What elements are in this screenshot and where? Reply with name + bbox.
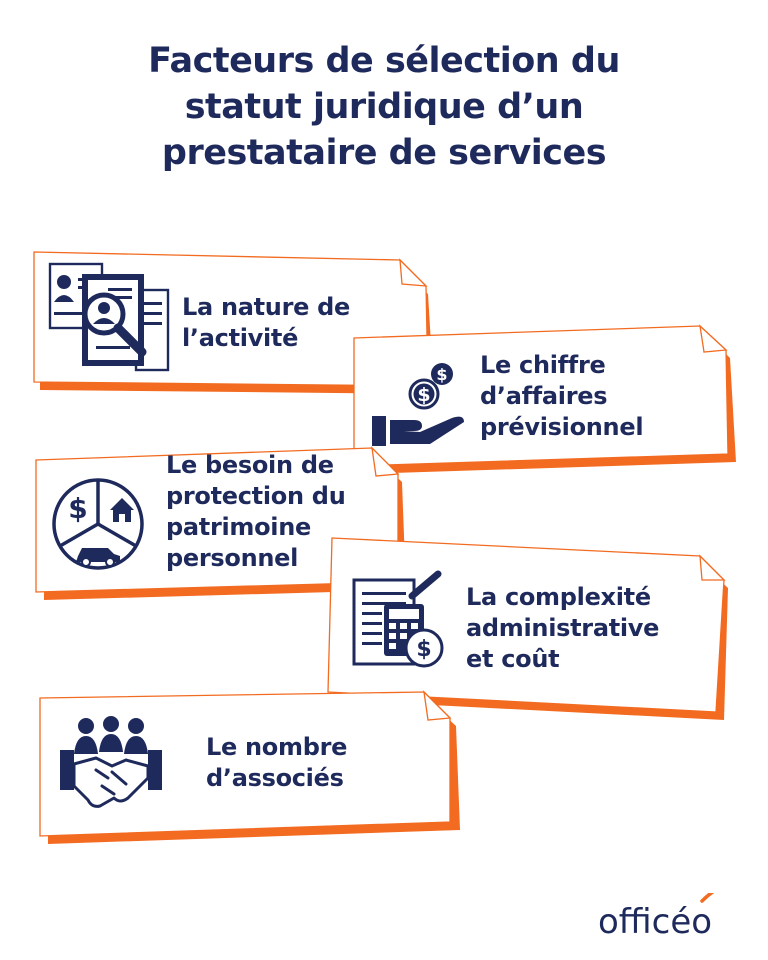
label-line: administrative	[466, 614, 660, 642]
page-title: Facteurs de sélection du statut juridiqu…	[60, 38, 708, 176]
label-line: La nature de	[182, 293, 351, 321]
label-line: et coût	[466, 645, 560, 673]
factor-card-activity: La nature de l’activité	[30, 246, 434, 396]
factor-label-partners: Le nombre d’associés	[206, 732, 347, 794]
label-line: patrimoine	[166, 513, 311, 541]
label-line: Le besoin de	[166, 451, 334, 479]
hand-coins-icon: $ $	[372, 363, 464, 446]
protection-circle-icon: $	[52, 478, 144, 570]
team-handshake-icon	[60, 716, 162, 808]
factor-card-partners: Le nombre d’associés	[38, 690, 466, 848]
svg-text:$: $	[436, 365, 447, 384]
label-line: personnel	[166, 544, 299, 572]
logo-accent	[700, 893, 715, 903]
officeo-logo: officéo	[598, 893, 715, 942]
title-line-1: Facteurs de sélection du	[148, 41, 620, 81]
svg-text:$: $	[68, 492, 87, 525]
factor-label-activity: La nature de l’activité	[182, 292, 350, 354]
label-line: d’affaires	[480, 382, 608, 410]
label-line: d’associés	[206, 764, 344, 792]
label-line: protection du	[166, 482, 346, 510]
label-line: Le nombre	[206, 733, 348, 761]
factor-card-protection: $ Le besoin de protection du patrimoine …	[34, 444, 414, 604]
factor-label-complexity: La complexité administrative et coût	[466, 582, 659, 675]
svg-text:$: $	[417, 384, 430, 406]
title-line-2: statut juridique d’un	[184, 87, 584, 127]
label-line: La complexité	[466, 583, 651, 611]
label-line: prévisionnel	[480, 413, 644, 441]
logo-text: officéo	[598, 902, 712, 942]
factor-card-complexity: $ La complexité administrative et coût	[326, 534, 740, 726]
label-line: l’activité	[182, 324, 299, 352]
svg-text:$: $	[416, 637, 431, 662]
card-frame	[39, 690, 460, 844]
factor-card-revenue: $ $ Le chiffre d’affaires prévisionnel	[350, 324, 740, 474]
documents-magnifier-icon	[48, 262, 170, 372]
label-line: Le chiffre	[480, 351, 606, 379]
factor-label-revenue: Le chiffre d’affaires prévisionnel	[480, 350, 644, 443]
factor-label-protection: Le besoin de protection du patrimoine pe…	[166, 450, 346, 574]
calculator-document-icon: $	[352, 570, 444, 668]
title-line-3: prestataire de services	[161, 133, 607, 173]
